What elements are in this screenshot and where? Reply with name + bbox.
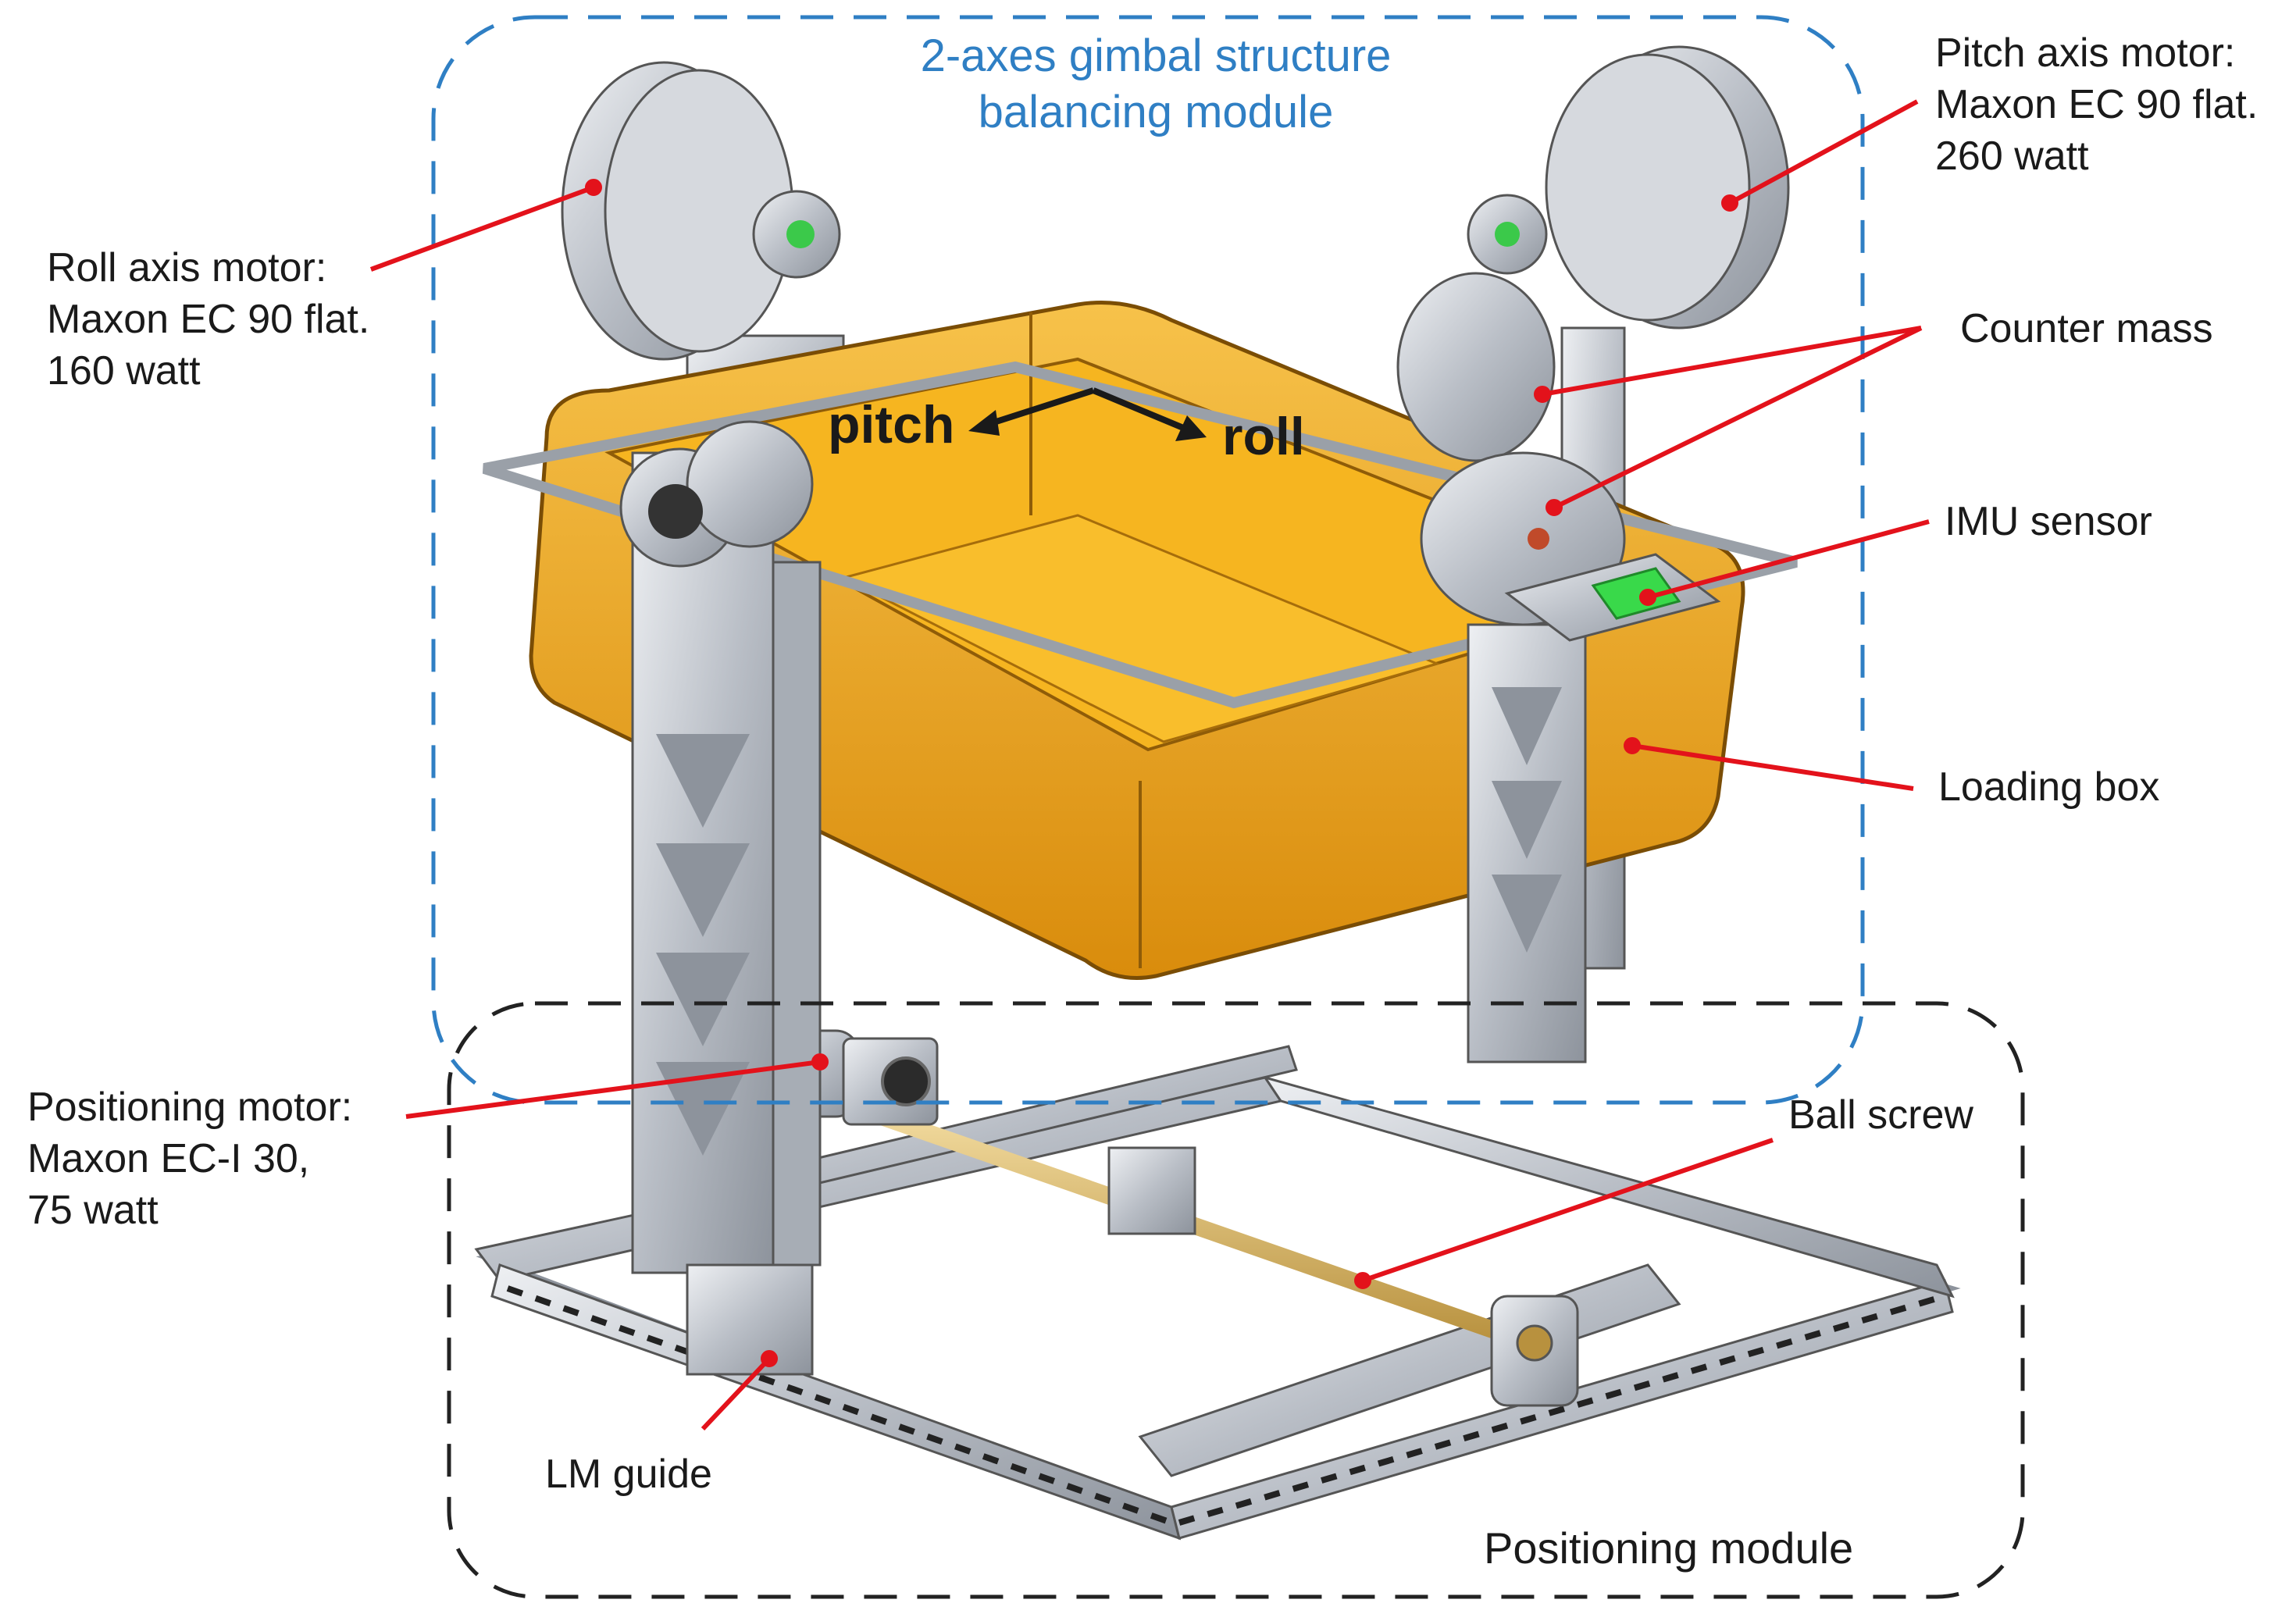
gimbal-module-boundary [431, 15, 1865, 1105]
imu-sensor [1504, 553, 1721, 642]
ball-screw-label: Ball screw [1788, 1092, 1973, 1138]
lm-guide-label: LM guide [545, 1452, 712, 1497]
pitch-axis-motor [1467, 45, 1790, 330]
leader-roll-motor [369, 185, 595, 272]
positioning-motor-label: Positioning motor: Maxon EC-I 30, 75 wat… [27, 1081, 352, 1236]
gimbal-title-line1: 2-axes gimbal structure [920, 30, 1392, 81]
roll-motor-label: Roll axis motor: Maxon EC 90 flat. 160 w… [47, 242, 369, 397]
front-right-post [1467, 623, 1587, 1063]
counter-mass-label: Counter mass [1960, 306, 2213, 351]
front-left-post [619, 420, 822, 1376]
positioning-module-title: Positioning module [1484, 1523, 1854, 1573]
positioning-module-boundary [447, 1001, 2025, 1599]
axis-arrows [968, 387, 1207, 441]
base-frame [474, 1045, 1961, 1541]
pitch-motor-line3: 260 watt [1935, 134, 2089, 179]
leader-lines [369, 99, 1930, 1431]
leader-positioning-motor [405, 1060, 821, 1119]
leader-loading-box [1631, 743, 1914, 791]
leader-counter-mass-1 [1542, 326, 1922, 397]
leader-pitch-motor [1728, 99, 1919, 205]
roll-motor-line2: Maxon EC 90 flat. [47, 297, 370, 342]
roll-motor-line3: 160 watt [47, 348, 201, 394]
leader-counter-mass-2 [1553, 326, 1923, 510]
roll-axis-motor [561, 61, 841, 361]
pitch-label: pitch [828, 395, 955, 454]
positioning-motor-line2: Maxon EC-I 30, [27, 1136, 310, 1181]
loading-box-label: Loading box [1938, 764, 2160, 810]
roll-label: roll [1222, 407, 1305, 466]
positioning-motor-line3: 75 watt [27, 1188, 159, 1233]
imu-sensor-label: IMU sensor [1945, 499, 2152, 544]
leader-imu [1647, 519, 1930, 600]
pitch-motor-line2: Maxon EC 90 flat. [1935, 82, 2259, 127]
roll-motor-line1: Roll axis motor: [47, 245, 327, 290]
leader-ball-screw [1362, 1138, 1774, 1283]
gimbal-title-line2: balancing module [978, 87, 1334, 137]
pitch-motor-label: Pitch axis motor: Maxon EC 90 flat. 260 … [1935, 27, 2258, 182]
leader-lm-guide [701, 1356, 772, 1431]
loading-box [482, 301, 1798, 980]
positioning-motor-line1: Positioning motor: [27, 1085, 353, 1130]
pitch-motor-line1: Pitch axis motor: [1935, 30, 2236, 76]
gimbal-module-title: 2-axes gimbal structure balancing module [843, 28, 1468, 141]
